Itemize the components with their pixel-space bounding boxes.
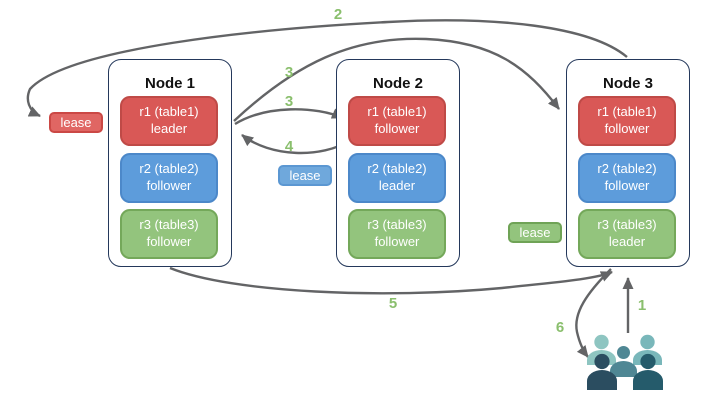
step-label-5: 5 <box>388 295 398 312</box>
arrow-step-5-node1-to-node3 <box>169 266 613 295</box>
replica-range: r3 (table3) <box>367 217 427 233</box>
replica-role: leader <box>150 121 188 136</box>
replica-r1-node1: r1 (table1) leader <box>120 96 218 146</box>
arrow-step-6-node3-to-users <box>575 268 612 358</box>
replica-role: follower <box>374 121 420 136</box>
node-title: Node 3 <box>602 75 653 92</box>
replica-role: follower <box>146 234 192 249</box>
users-icon <box>587 334 663 390</box>
replica-range: r1 (table1) <box>139 104 199 120</box>
step-label-3a: 3 <box>284 64 294 81</box>
step-label-4: 4 <box>284 138 294 155</box>
replica-role: leader <box>378 178 416 193</box>
node-2: Node 2 r1 (table1) follower r2 (table2) … <box>336 59 460 267</box>
replica-range: r2 (table2) <box>139 161 199 177</box>
replica-r3-node3: r3 (table3) leader <box>578 209 676 259</box>
arrow-step-4-node2-to-node1 <box>241 134 352 155</box>
lease-badge-r3: lease <box>508 222 562 243</box>
replica-range: r1 (table1) <box>597 104 657 120</box>
replica-range: r1 (table1) <box>367 104 427 120</box>
lease-badge-r1: lease <box>49 112 103 133</box>
node-title: Node 2 <box>372 75 423 92</box>
step-label-3b: 3 <box>284 93 294 110</box>
step-label-1: 1 <box>637 297 647 314</box>
replica-r3-node2: r3 (table3) follower <box>348 209 446 259</box>
replica-r1-node2: r1 (table1) follower <box>348 96 446 146</box>
node-3: Node 3 r1 (table1) follower r2 (table2) … <box>566 59 690 267</box>
step-label-6: 6 <box>555 319 565 336</box>
replica-r1-node3: r1 (table1) follower <box>578 96 676 146</box>
replica-r2-node2: r2 (table2) leader <box>348 153 446 203</box>
node-1: Node 1 r1 (table1) leader r2 (table2) fo… <box>108 59 232 267</box>
replica-r2-node3: r2 (table2) follower <box>578 153 676 203</box>
replica-role: follower <box>604 178 650 193</box>
step-label-2: 2 <box>333 6 343 23</box>
replica-r2-node1: r2 (table2) follower <box>120 153 218 203</box>
lease-badge-r2: lease <box>278 165 332 186</box>
replica-range: r3 (table3) <box>597 217 657 233</box>
replica-role: follower <box>374 234 420 249</box>
replica-range: r2 (table2) <box>367 161 427 177</box>
node-title: Node 1 <box>144 75 195 92</box>
replica-range: r2 (table2) <box>597 161 657 177</box>
replica-role: follower <box>604 121 650 136</box>
replica-role: follower <box>146 178 192 193</box>
replica-range: r3 (table3) <box>139 217 199 233</box>
replica-role: leader <box>608 234 646 249</box>
replica-r3-node1: r3 (table3) follower <box>120 209 218 259</box>
arrow-step-3-node1-to-node2 <box>234 108 344 126</box>
